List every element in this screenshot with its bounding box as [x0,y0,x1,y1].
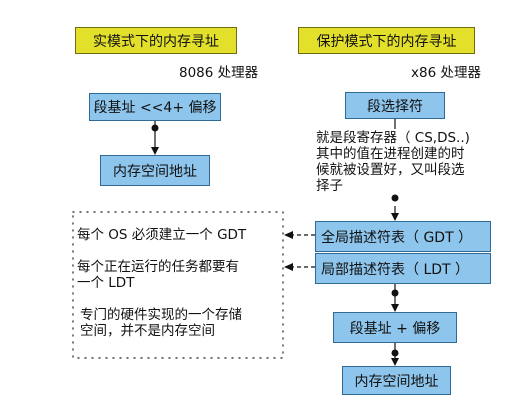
selector-description: 就是段寄存器（ CS,DS..) 其中的值在进程创建的时 候就被设置好，又叫段选… [316,130,516,194]
selector-arrowhead [391,213,399,221]
hardware-note: 专门的硬件实现的一个存储 空间，并不是内存空间 [80,307,242,339]
selector-description-line: 其中的值在进程创建的时 [316,146,465,162]
ldt-note-line: 一个 LDT [77,275,135,291]
gdt-box: 全局描述符表（ GDT ） [315,221,491,252]
ldt-note-arrowhead [284,263,293,271]
tables-connector-dot [391,289,399,297]
gdt-note: 每个 OS 必须建立一个 GDT [77,227,247,243]
segment-shift-offset-box: 段基址 <<4+ 偏移 [89,93,221,121]
final-connector-dot [391,349,399,357]
ldt-note-line: 每个正在运行的任务都要有 [77,259,239,275]
real-mode-connector-dot [151,124,159,132]
protected-mode-memory-address-box: 内存空间地址 [342,366,451,395]
selector-description-line: 择子 [316,178,343,194]
selector-description-line: 候就被设置好，又叫段选 [316,162,465,178]
real-mode-header: 实模式下的内存寻址 [75,27,237,54]
real-mode-memory-address-box: 内存空间地址 [100,155,210,186]
hardware-note-line: 空间，并不是内存空间 [80,323,215,339]
processor-label-right: x86 处理器 [411,65,481,81]
segment-base-offset-box: 段基址 + 偏移 [333,312,457,343]
segment-selector-box: 段选择符 [345,92,445,119]
selector-description-line: 就是段寄存器（ CS,DS..) [316,130,470,146]
notes-dotted-frame [72,211,284,359]
ldt-box: 局部描述符表（ LDT ） [315,253,491,284]
gdt-note-arrowhead [284,231,293,239]
final-arrowhead [391,358,399,366]
selector-connector-dot [391,194,399,202]
processor-label-left: 8086 处理器 [179,65,259,81]
real-mode-arrowhead [151,147,159,155]
hardware-note-line: 专门的硬件实现的一个存储 [80,307,242,323]
protected-mode-header: 保护模式下的内存寻址 [298,27,475,54]
tables-arrowhead [391,304,399,312]
ldt-note: 每个正在运行的任务都要有 一个 LDT [77,259,239,291]
